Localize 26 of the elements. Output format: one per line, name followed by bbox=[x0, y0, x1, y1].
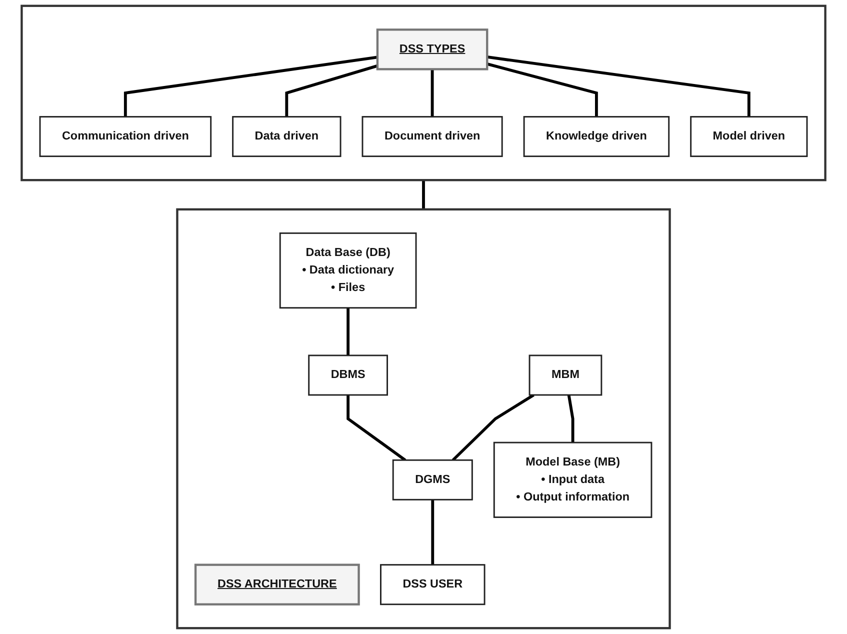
cluster bbox=[176, 208, 671, 630]
connector bbox=[346, 308, 350, 356]
node-box: Model driven bbox=[690, 116, 808, 158]
connector bbox=[346, 394, 406, 462]
node-box: Communication driven bbox=[39, 116, 212, 158]
node-box: Data driven bbox=[232, 116, 342, 158]
node-box: MBM bbox=[528, 354, 602, 396]
node-box: DBMS bbox=[308, 354, 388, 396]
connector bbox=[430, 69, 434, 117]
connector bbox=[567, 394, 574, 443]
connector bbox=[486, 56, 750, 117]
node-box: Document driven bbox=[362, 116, 503, 158]
node-box: Knowledge driven bbox=[523, 116, 670, 158]
node-box: DGMS bbox=[392, 459, 473, 500]
connector bbox=[124, 56, 378, 117]
node-box: DSS USER bbox=[380, 564, 486, 606]
connector bbox=[285, 64, 378, 117]
node-box: DSS TYPES bbox=[376, 28, 488, 70]
connector bbox=[431, 500, 434, 565]
connector bbox=[486, 62, 598, 117]
node-box: DSS ARCHITECTURE bbox=[194, 564, 360, 606]
cluster bbox=[20, 4, 826, 182]
node-box: Model Base (MB) • Input data • Output information bbox=[493, 442, 652, 518]
connector bbox=[452, 394, 534, 462]
node-box: Data Base (DB) • Data dictionary • Files bbox=[279, 232, 417, 309]
connector bbox=[422, 180, 425, 210]
